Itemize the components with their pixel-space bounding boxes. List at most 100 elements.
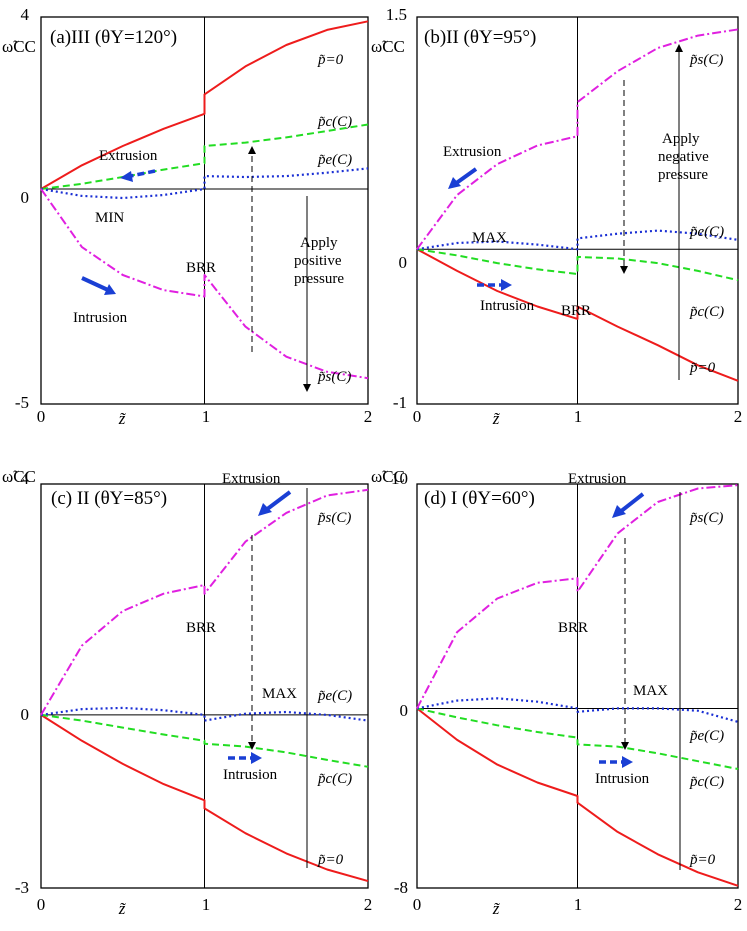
panel-d-extremum-label: MAX (633, 683, 668, 699)
panel-d-xtick-1: 1 (574, 895, 583, 914)
panel-a-label-pc: p̃c(C) (317, 114, 352, 130)
panel-a-apply-line3: pressure (294, 271, 344, 287)
panel-a-series-1-line (40, 123, 369, 190)
panel-d-xlabel: z̃ (492, 899, 501, 918)
panel-d-xtick-0: 0 (413, 895, 422, 914)
panel-b-series-0-line (416, 248, 739, 382)
panel-b-ytick-top: 1.5 (386, 5, 407, 24)
panel-d-extrusion-label: Extrusion (568, 471, 627, 487)
panel-b-intrusion-label: Intrusion (480, 298, 535, 314)
panel-d-series-0-line (416, 707, 739, 887)
panel-d-series-1-line (416, 707, 739, 770)
panel-b-ytick-bottom: -1 (393, 393, 407, 412)
panel-d-label-ps: p̃s(C) (689, 510, 723, 526)
panel-b: (b)II (θY=95°) 1.5 0 -1 0 1 2 z̃ ω̃CC p̃… (371, 5, 742, 428)
panel-b-apply-line1: Apply (662, 131, 700, 147)
panel-a-ytick-zero: 0 (21, 188, 30, 207)
panel-a-ytick-top: 4 (21, 5, 30, 24)
panel-a-series-2-line (40, 167, 369, 200)
panel-b-apply-line3: pressure (658, 167, 708, 183)
panel-d-label-pc: p̃c(C) (689, 774, 724, 790)
panel-a-label-p0: p̃=0 (317, 52, 344, 68)
panel-b-extrusion-label: Extrusion (443, 144, 502, 160)
panel-d-intrusion-arrow-icon (599, 756, 633, 768)
panel-c-series-1-line (40, 713, 369, 768)
panel-b-xtick-0: 0 (413, 407, 422, 426)
panel-b-label-pe: p̃e(C) (689, 224, 724, 240)
panel-b-ylabel: ω̃CC (371, 37, 405, 56)
panel-b-extremum-label: MAX (472, 230, 507, 246)
panel-c-label-pc: p̃c(C) (317, 771, 352, 787)
panel-a-apply-line1: Apply (300, 235, 338, 251)
panel-d-intrusion-label: Intrusion (595, 771, 650, 787)
panel-b-label-pc: p̃c(C) (689, 304, 724, 320)
panel-a-xlabel: z̃ (118, 409, 127, 428)
panel-a-xtick-0: 0 (37, 407, 46, 426)
panel-c-plot (40, 483, 369, 889)
panel-a-ytick-bottom: -5 (15, 393, 29, 412)
panel-b-brr-label: BRR (561, 303, 591, 319)
panel-d-label-pe: p̃e(C) (689, 728, 724, 744)
panel-b-series-3-line (416, 28, 739, 250)
panel-a-plot (40, 16, 369, 405)
panel-c-xlabel: z̃ (118, 899, 127, 918)
panel-b-intrusion-arrow-icon (477, 279, 512, 291)
panel-c-extremum-label: MAX (262, 686, 297, 702)
panel-c-label-ps: p̃s(C) (317, 510, 351, 526)
panel-b-label-ps: p̃s(C) (689, 52, 723, 68)
panel-a-intrusion-label: Intrusion (73, 310, 128, 326)
panel-b-series-1-line (416, 248, 739, 282)
panel-d-ytick-bottom: -8 (394, 878, 408, 897)
panel-b-pressure-arrow-icon (620, 44, 683, 380)
panel-a-extremum-label: MIN (95, 210, 124, 226)
panel-c-xtick-2: 2 (364, 895, 373, 914)
panel-a-extrusion-arrow-icon (120, 169, 156, 182)
panel-c-series-2-line (40, 706, 369, 722)
panel-b-plot (416, 16, 739, 405)
panel-c-intrusion-arrow-icon (228, 752, 262, 764)
panel-d-plot (416, 483, 739, 889)
panel-c-extrusion-label: Extrusion (222, 471, 281, 487)
panel-a: (a)III (θY=120°) 4 0 -5 0 1 2 z̃ ω̃CC p̃… (2, 5, 372, 428)
panel-c-xtick-1: 1 (202, 895, 211, 914)
panel-d: (d) I (θY=60°) 10 0 -8 0 1 2 z̃ ω̃CC p̃=… (371, 467, 742, 918)
panel-c: (c) II (θY=85°) 4 0 -3 0 1 2 z̃ ω̃CC p̃=… (2, 467, 372, 918)
panel-b-apply-line2: negative (658, 149, 709, 165)
panel-b-xlabel: z̃ (492, 409, 501, 428)
panel-d-label-p0: p̃=0 (689, 852, 716, 868)
panel-b-xtick-2: 2 (734, 407, 743, 426)
panel-d-ytick-zero: 0 (400, 701, 409, 720)
panel-a-label-pe: p̃e(C) (317, 152, 352, 168)
panel-a-title: (a)III (θY=120°) (50, 27, 177, 48)
panel-a-ylabel: ω̃CC (2, 37, 36, 56)
panel-d-pressure-arrow-icon (621, 492, 681, 870)
panel-a-xtick-1: 1 (202, 407, 211, 426)
panel-c-brr-label: BRR (186, 620, 216, 636)
panel-d-series-2-line (416, 697, 739, 723)
panel-a-label-ps: p̃s(C) (317, 369, 351, 385)
panel-d-ytick-top: 10 (391, 469, 408, 488)
panel-c-series-3-line (40, 488, 369, 716)
panel-d-series-3-line (416, 484, 739, 709)
panel-c-ytick-zero: 0 (21, 705, 30, 724)
panel-c-label-p0: p̃=0 (317, 852, 344, 868)
panel-a-pressure-arrow-icon (248, 146, 311, 392)
panel-d-extrusion-arrow-icon (612, 492, 645, 518)
panel-b-ytick-zero: 0 (399, 253, 408, 272)
panel-a-brr-label: BRR (186, 260, 216, 276)
panel-a-xtick-2: 2 (364, 407, 373, 426)
panel-c-intrusion-label: Intrusion (223, 767, 278, 783)
panel-c-label-pe: p̃e(C) (317, 688, 352, 704)
panel-a-extrusion-label: Extrusion (99, 148, 158, 164)
panel-b-xtick-1: 1 (574, 407, 583, 426)
panel-a-apply-line2: positive (294, 253, 342, 269)
panel-c-extrusion-arrow-icon (258, 490, 292, 516)
panel-d-xtick-2: 2 (734, 895, 743, 914)
panel-c-pressure-arrow-icon (248, 488, 308, 868)
panel-b-extrusion-arrow-icon (448, 167, 478, 189)
panel-c-ytick-bottom: -3 (15, 878, 29, 897)
panel-b-series-2-line (416, 229, 739, 251)
panel-b-title: (b)II (θY=95°) (424, 27, 536, 48)
panel-c-ylabel: ω̃CC (2, 467, 36, 486)
